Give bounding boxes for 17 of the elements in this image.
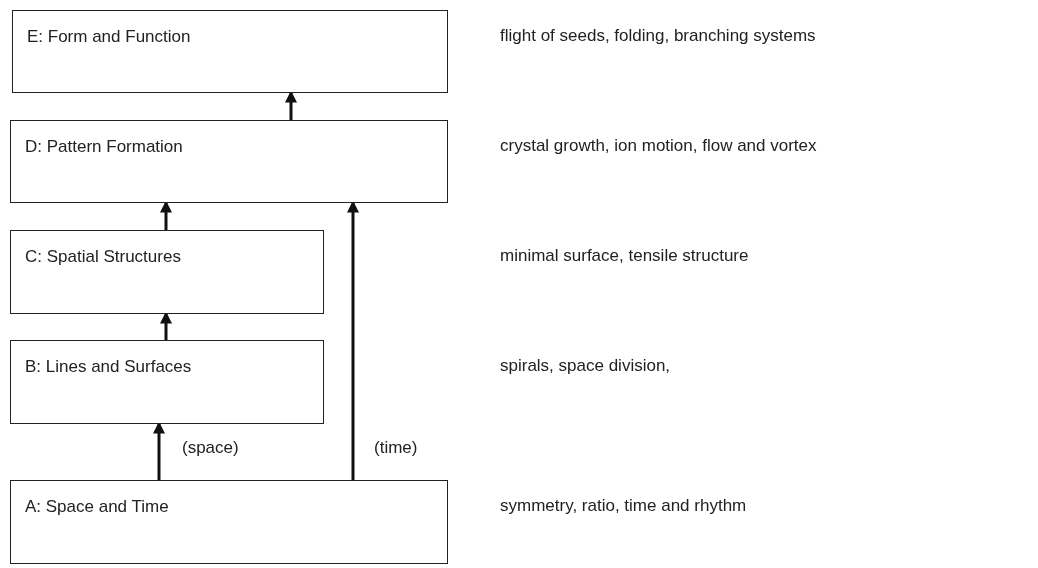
example-text: flight of seeds, folding, branching systems (500, 26, 816, 46)
example-text: spirals, space division, (500, 356, 671, 376)
process-box (10, 480, 448, 564)
process-box (10, 230, 324, 314)
edge-label: (time) (372, 438, 420, 458)
example-text: minimal surface, tensile structure (500, 246, 749, 266)
box-title: E: Form and Function (27, 27, 192, 47)
process-box (10, 340, 324, 424)
box-title: B: Lines and Surfaces (25, 357, 193, 377)
edge-label: (space) (180, 438, 241, 458)
process-box (10, 120, 448, 203)
example-text: crystal growth, ion motion, flow and vortex (500, 136, 817, 156)
box-title: A: Space and Time (25, 497, 170, 517)
box-title: D: Pattern Formation (25, 137, 184, 157)
example-text: symmetry, ratio, time and rhythm (500, 496, 747, 516)
process-box (12, 10, 448, 93)
box-title: C: Spatial Structures (25, 247, 182, 267)
